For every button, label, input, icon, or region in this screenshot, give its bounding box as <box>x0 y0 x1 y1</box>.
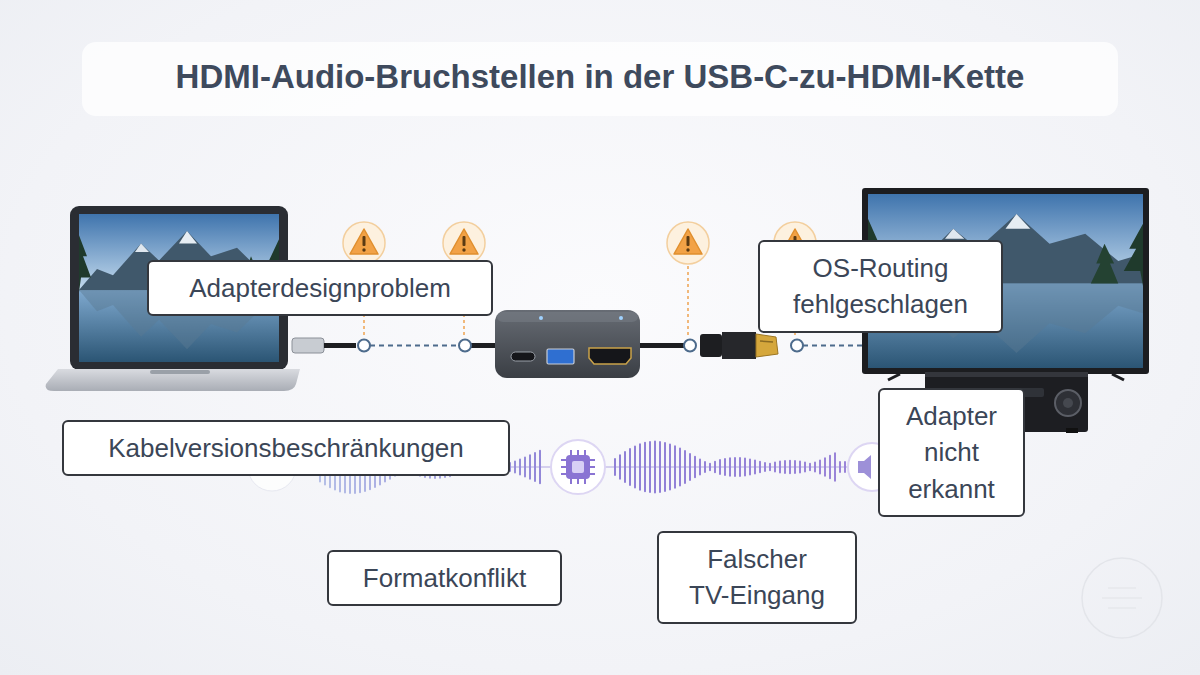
callout-label: Adapterdesignproblem <box>161 270 479 306</box>
callout-label: Formatkonflikt <box>341 560 548 596</box>
callout-box: Adapterdesignproblem <box>147 260 493 316</box>
callout-label: Falscher TV-Eingang <box>671 541 843 614</box>
callout-box: OS-Routing fehlgeschlagen <box>758 240 1003 333</box>
callout-label: Adapter nicht erkannt <box>892 398 1011 507</box>
callout-box: Kabelversionsbeschränkungen <box>62 420 510 476</box>
callout-box: Formatkonflikt <box>327 550 562 606</box>
callout-label: OS-Routing fehlgeschlagen <box>772 250 989 323</box>
diagram-title: HDMI-Audio-Bruchstellen in der USB-C-zu-… <box>0 58 1200 96</box>
callout-label: Kabelversionsbeschränkungen <box>76 430 496 466</box>
callout-box: Adapter nicht erkannt <box>878 388 1025 517</box>
callout-box: Falscher TV-Eingang <box>657 531 857 624</box>
